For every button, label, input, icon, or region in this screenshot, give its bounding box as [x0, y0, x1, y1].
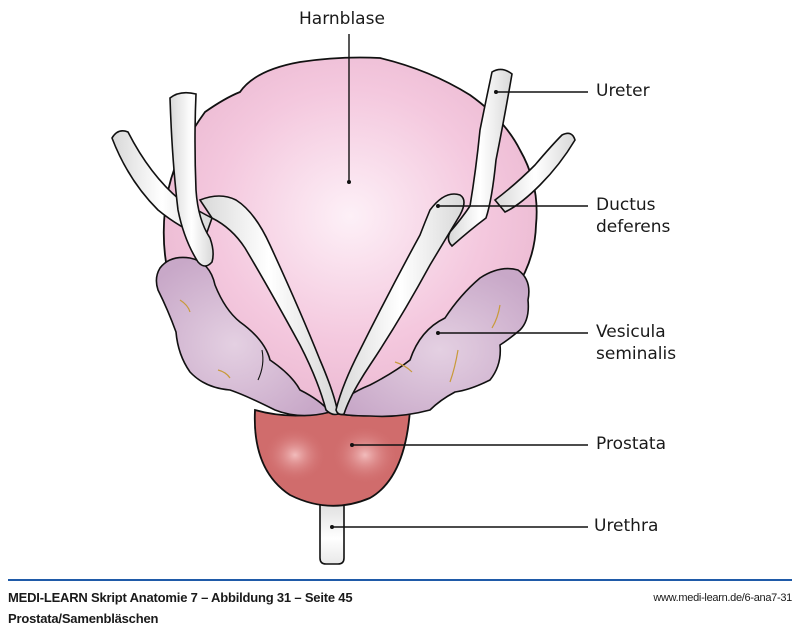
label-ductus-line2: deferens [596, 217, 671, 237]
footer-subtitle: Prostata/Samenbläschen [8, 611, 159, 626]
label-ureter: Ureter [596, 81, 650, 101]
label-vesicula-seminalis: Vesicula seminalis [596, 321, 676, 365]
vesicle-fold-right-2 [394, 361, 413, 373]
footer-title: MEDI-LEARN Skript Anatomie 7 – Abbildung… [8, 590, 353, 605]
vesicle-fold-left-1 [179, 299, 191, 313]
prostate-highlight-left [263, 427, 327, 483]
vesicle-fold-left-2 [217, 369, 231, 379]
leader-ureter [494, 90, 588, 94]
seminal-vesicle-right [328, 267, 530, 418]
urethra-shape [319, 499, 345, 565]
leader-ductus-deferens [436, 204, 588, 208]
vesicle-fold-left-3 [257, 349, 264, 381]
label-ductus-deferens: Ductus deferens [596, 194, 670, 238]
footer-divider [8, 579, 792, 581]
leader-urethra [330, 525, 588, 529]
leader-vesicula-seminalis [436, 331, 588, 335]
anatomy-figure [111, 34, 588, 565]
vesicle-fold-right-3 [449, 349, 459, 383]
ureter-right-outer [493, 132, 576, 213]
ureter-right [447, 68, 513, 248]
label-prostata: Prostata [596, 434, 666, 454]
leader-harnblase [347, 34, 351, 184]
label-urethra: Urethra [594, 516, 659, 536]
vesicle-fold-right-1 [491, 304, 501, 329]
ureter-left [169, 91, 214, 267]
label-vesicula-line2: seminalis [596, 344, 677, 364]
prostate-highlight-right [331, 425, 399, 485]
label-harnblase: Harnblase [299, 9, 385, 29]
leader-prostata [350, 443, 588, 447]
label-ductus-line1: Ductus [596, 195, 656, 215]
footer-url[interactable]: www.medi-learn.de/6-ana7-31 [653, 592, 792, 604]
label-vesicula-line1: Vesicula [596, 322, 666, 342]
